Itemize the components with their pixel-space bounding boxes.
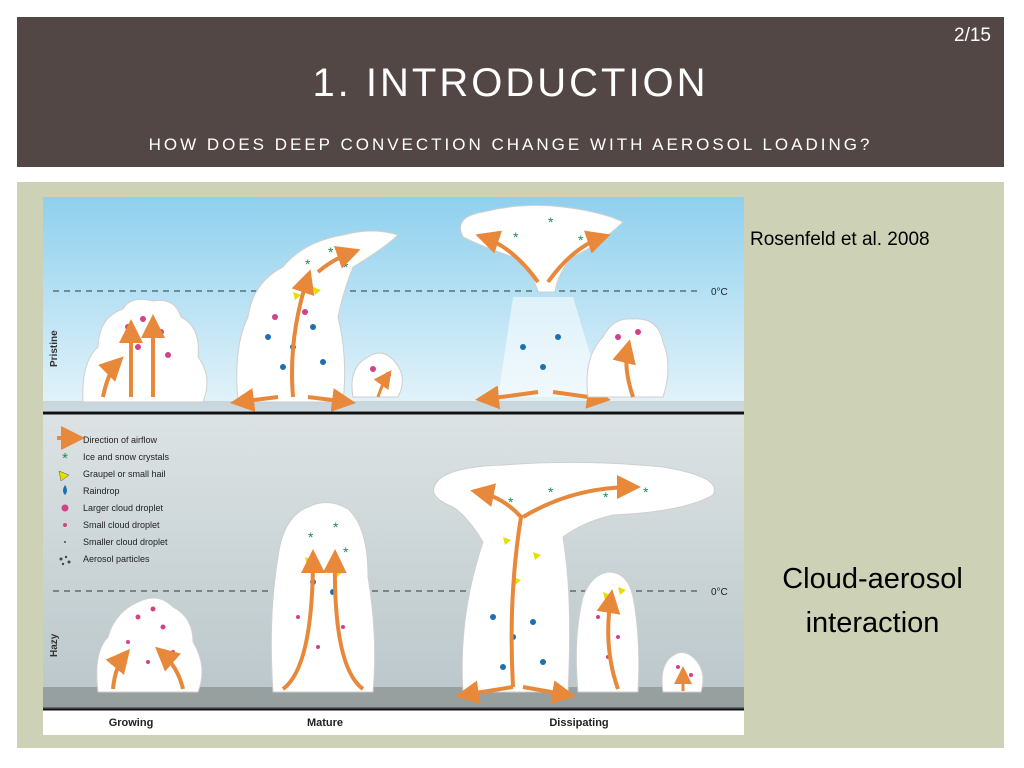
legend-label-aerosol: Aerosol particles	[83, 554, 150, 564]
freezing-label-top: 0°C	[711, 287, 728, 298]
legend-label-graupel: Graupel or small hail	[83, 469, 166, 479]
svg-text:*: *	[343, 259, 349, 275]
legend-asterisk-icon: *	[62, 450, 68, 467]
svg-text:*: *	[578, 232, 584, 248]
legend: * Direction of airflow Ice and snow crys…	[57, 426, 170, 566]
citation: Rosenfeld et al. 2008	[750, 229, 930, 250]
svg-text:*: *	[333, 519, 339, 535]
svg-text:*: *	[305, 256, 311, 272]
legend-label-airflow: Direction of airflow	[83, 435, 158, 445]
pristine-mature-cloud: * * *	[230, 230, 399, 412]
svg-text:*: *	[508, 494, 514, 510]
pristine-dissipating-cloud: * * *	[460, 204, 624, 410]
stage-label-strip	[43, 709, 744, 735]
legend-label-smaller-droplet: Smaller cloud droplet	[83, 537, 168, 547]
legend-label-raindrop: Raindrop	[83, 486, 120, 496]
convection-diagram: 0°C 0°C Pristine Hazy ***	[43, 197, 744, 735]
freezing-label-bottom: 0°C	[711, 587, 728, 598]
legend-drop-icon	[63, 485, 67, 495]
hazy-label: Hazy	[49, 633, 60, 657]
pristine-growing-cloud	[82, 298, 208, 403]
svg-text:*: *	[513, 229, 519, 245]
hazy-dissipating-cloud: * * * *	[433, 461, 715, 705]
slide-header: 2/15 1. INTRODUCTION HOW DOES DEEP CONVE…	[17, 17, 1004, 167]
svg-text:*: *	[643, 484, 649, 500]
legend-triangle-icon	[58, 470, 70, 482]
pristine-label: Pristine	[49, 330, 60, 367]
legend-label-larger-droplet: Larger cloud droplet	[83, 503, 164, 513]
svg-text:*: *	[548, 484, 554, 500]
stage-label-dissipating: Dissipating	[549, 717, 608, 729]
legend-label-small-droplet: Small cloud droplet	[83, 520, 160, 530]
legend-tiny-dot-icon	[64, 541, 66, 543]
page-number: 2/15	[954, 25, 991, 46]
legend-label-ice: Ice and snow crystals	[83, 452, 170, 462]
slide-subtitle: HOW DOES DEEP CONVECTION CHANGE WITH AER…	[148, 135, 873, 154]
legend-aerosol-icon	[59, 555, 71, 566]
stage-label-growing: Growing	[109, 717, 154, 729]
hazy-growing-cloud	[96, 597, 203, 693]
figure-caption: Cloud-aerosol interaction	[782, 563, 963, 639]
slide-title: 1. INTRODUCTION	[312, 61, 709, 105]
svg-text:*: *	[343, 544, 349, 560]
svg-text:*: *	[548, 214, 554, 230]
svg-text:*: *	[308, 529, 314, 545]
pristine-right-cloud	[586, 318, 669, 398]
content-area: 0°C 0°C Pristine Hazy ***	[17, 182, 1004, 748]
hazy-right-cloud	[575, 571, 640, 693]
pristine-small-cloud	[351, 352, 403, 398]
hazy-mature-cloud: ***	[270, 502, 376, 693]
convection-figure: 0°C 0°C Pristine Hazy ***	[43, 197, 744, 735]
svg-text:*: *	[603, 489, 609, 505]
svg-text:*: *	[328, 244, 334, 260]
legend-large-dot-icon	[61, 504, 69, 512]
pristine-ground	[43, 401, 744, 411]
legend-small-dot-icon	[63, 523, 67, 527]
stage-label-mature: Mature	[307, 717, 343, 729]
hazy-small-cloud	[661, 652, 704, 693]
